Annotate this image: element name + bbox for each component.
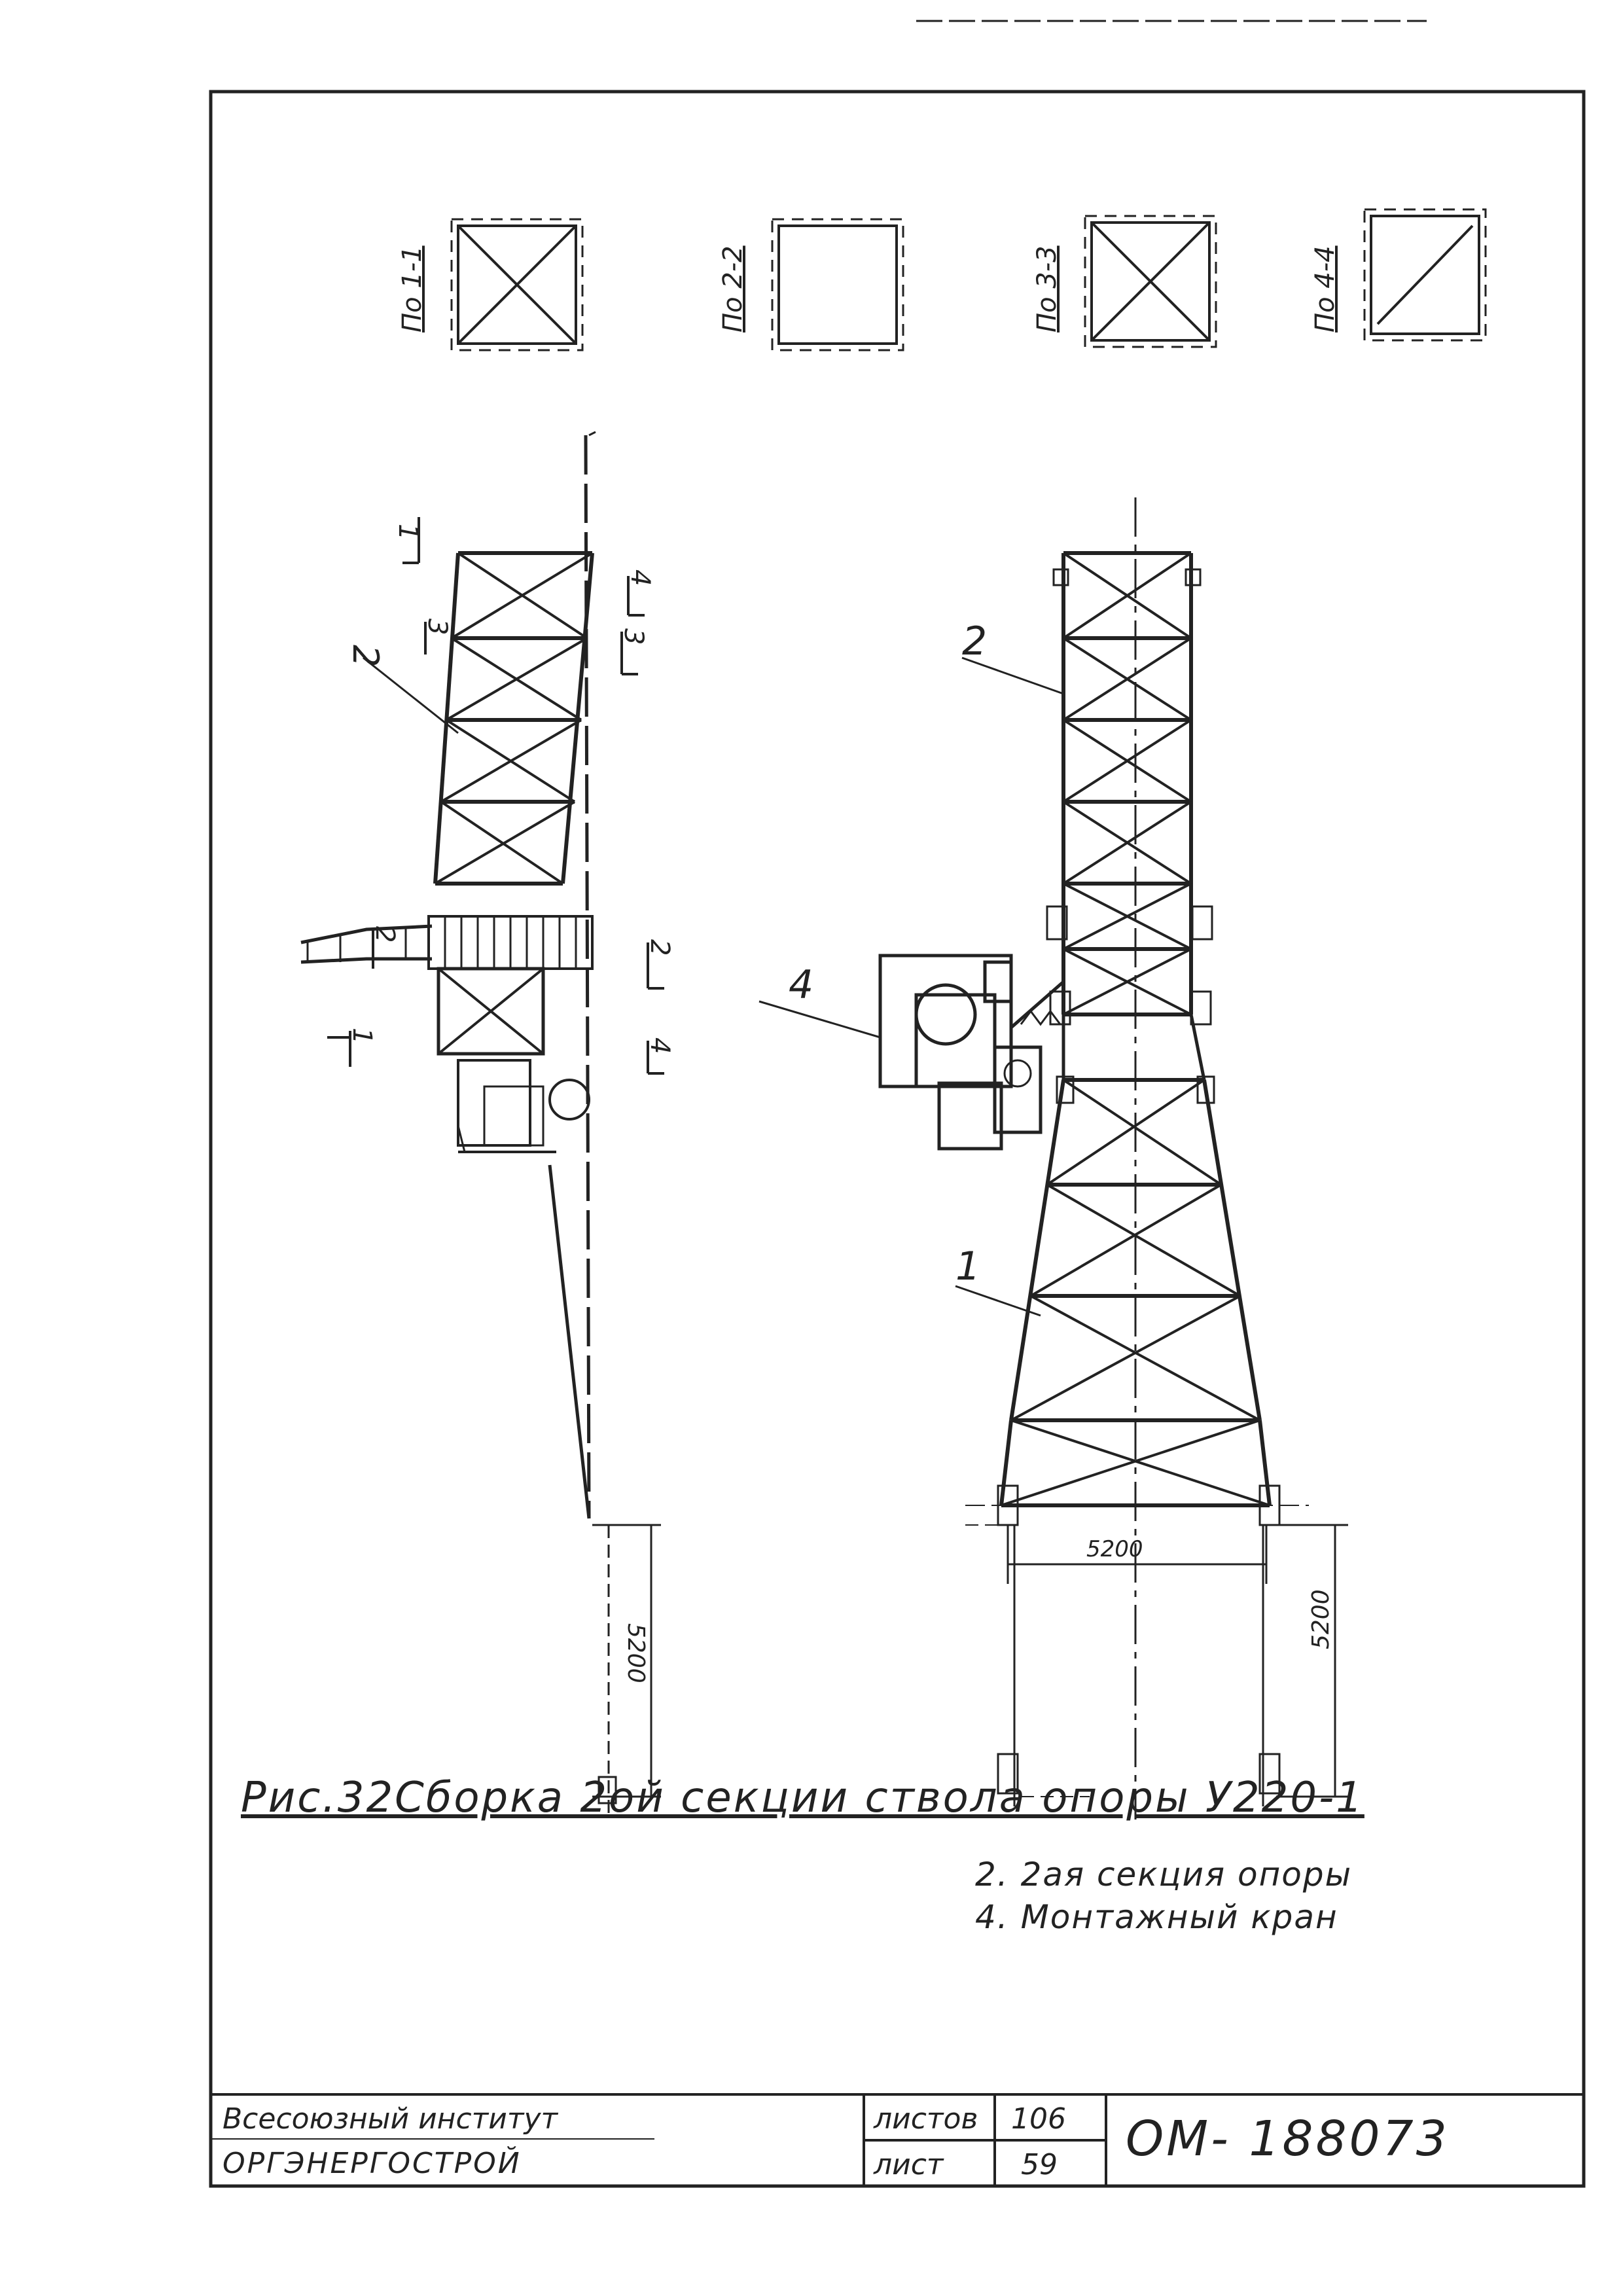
side-section-mark-2-left: 2 (370, 926, 400, 942)
front-dimension-horizontal: 5200 (1086, 1536, 1143, 1562)
side-position-label: 2 (345, 645, 386, 667)
org-name-line2: ОРГЭНЕРГОСТРОЙ (223, 2147, 522, 2180)
sheets-label: листов (874, 2102, 978, 2136)
document-code: ОМ- 188073 (1126, 2111, 1450, 2167)
section-1-1-symbol (450, 218, 584, 351)
front-position-label-1: 1 (955, 1244, 980, 1289)
section-label-1-1: По 1-1 (397, 245, 427, 332)
section-3-3-symbol (1084, 215, 1217, 348)
sheet-label: лист (874, 2148, 944, 2181)
front-position-label-2: 2 (962, 619, 987, 664)
sheets-value: 106 (1011, 2102, 1066, 2136)
section-label-2-2: По 2-2 (718, 245, 748, 332)
section-4-4-symbol (1363, 208, 1487, 342)
side-view (300, 431, 664, 1820)
side-dimension-label: 5200 (622, 1623, 649, 1683)
front-view (758, 497, 1348, 1820)
side-section-mark-4-top: 4 (625, 569, 655, 586)
side-section-mark-1-top: 1 (393, 524, 423, 540)
sheet-value: 59 (1021, 2148, 1058, 2181)
legend-item-2: 2. 2ая секция опоры (975, 1856, 1353, 1893)
title-block-lines (211, 2093, 1584, 2186)
legend-item-4: 4. Монтажный кран (975, 1898, 1338, 1936)
side-section-mark-4-lower: 4 (645, 1037, 675, 1054)
drawing-frame (209, 90, 1586, 2188)
section-label-4-4: По 4-4 (1310, 245, 1340, 332)
side-section-mark-3-right: 3 (618, 628, 649, 645)
section-label-3-3: По 3-3 (1032, 245, 1062, 332)
figure-caption: Рис.32Сборка 2ой секции ствола опоры У22… (241, 1774, 1364, 1822)
front-position-label-4: 4 (789, 962, 813, 1008)
section-2-2-symbol (771, 218, 904, 351)
side-section-mark-3-left: 3 (422, 619, 452, 635)
side-section-mark-2-right: 2 (645, 939, 675, 956)
side-section-mark-1-left: 1 (347, 1028, 377, 1044)
front-dimension-vertical: 5200 (1308, 1589, 1334, 1649)
org-name-line1: Всесоюзный институт (223, 2102, 558, 2136)
